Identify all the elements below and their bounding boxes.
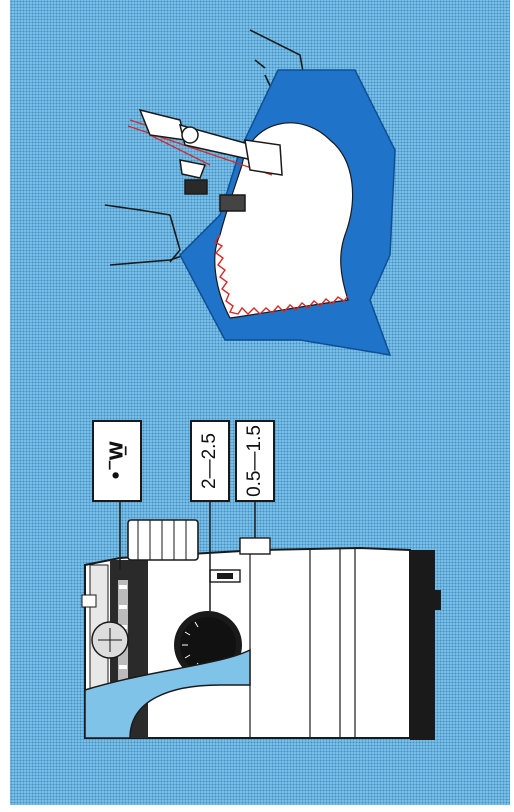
machine-end-cap <box>410 550 435 740</box>
stitch-width-label: 2—2.5 <box>199 433 221 489</box>
instruction-page: •‾W̲ 2—2.5 0.5—1.5 <box>10 0 510 805</box>
length-knob <box>240 538 270 554</box>
stitch-length-label: 0.5—1.5 <box>244 425 266 497</box>
stitch-width-box: 2—2.5 <box>190 420 230 502</box>
stitch-type-box: •‾W̲ <box>92 420 142 502</box>
applique-illustration <box>10 0 510 380</box>
stitch-type-label: •‾W̲ <box>107 441 128 481</box>
stitch-length-box: 0.5—1.5 <box>235 420 275 502</box>
